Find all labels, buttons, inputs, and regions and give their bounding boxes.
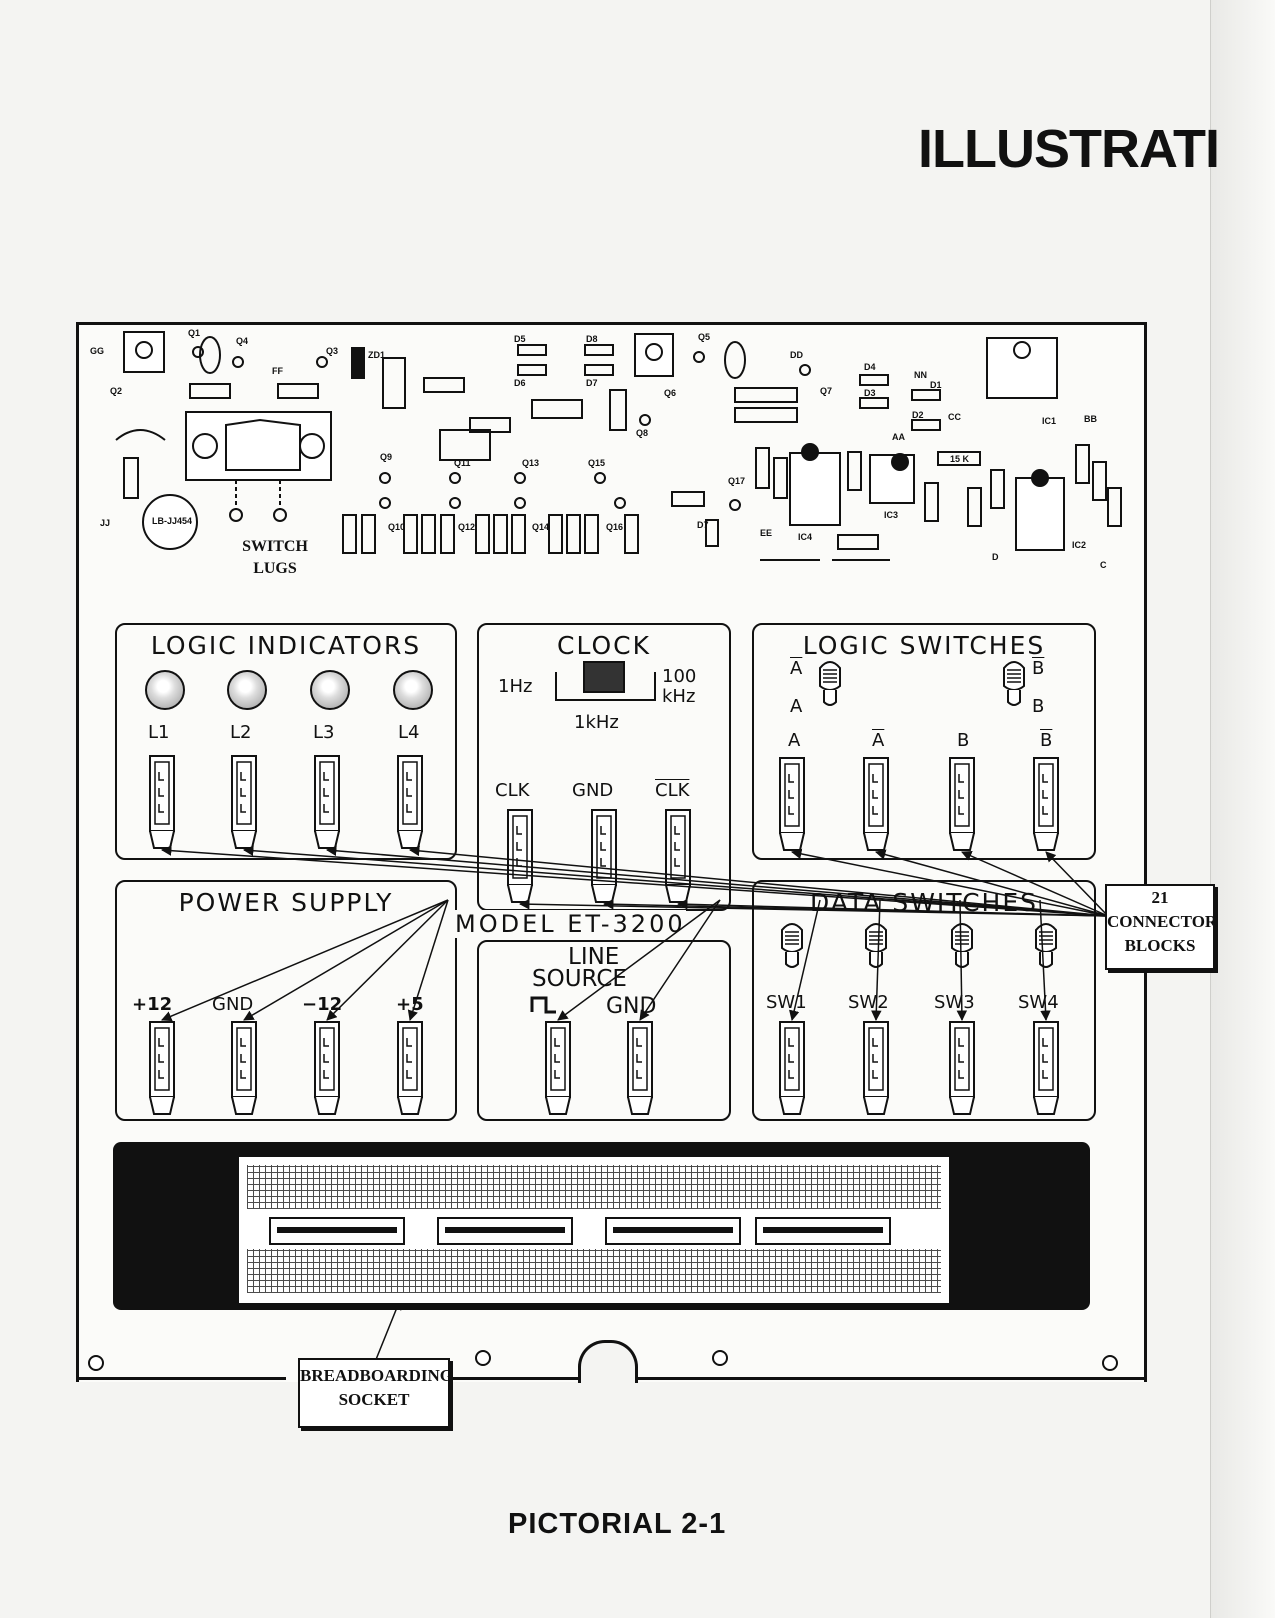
logic-switches-panel: LOGIC SWITCHES [752,623,1096,860]
clock-mid-label: 1kHz [574,712,619,733]
clock-output-label: GND [572,780,614,801]
data-switch-label: SW2 [848,992,889,1013]
breadboard-channel [605,1217,741,1245]
breadboard-callout: BREADBOARDING SOCKET [298,1358,453,1428]
led-indicator [393,670,433,710]
clock-low-label: 1Hz [498,676,533,697]
clock-output-label: CLK [655,780,690,801]
mount-hole [88,1355,104,1371]
board-bottom-edge-left [76,1377,286,1380]
model-label: MODEL ET-3200 [455,910,686,938]
panel-title: LOGIC SWITCHES [802,631,1046,660]
line-source-title: LINE [568,944,620,970]
indicator-label: L4 [398,722,420,743]
switch-a-label: A [790,696,803,717]
line-source-title: SOURCE [532,966,627,992]
switch-b-bar-label: B [1032,658,1045,679]
led-indicator [227,670,267,710]
power-output-label: +12 [132,994,173,1015]
breadboard-hole-grid [247,1249,941,1293]
connector-blocks-callout: 21 CONNECTOR BLOCKS [1105,884,1217,970]
data-switch-label: SW3 [934,992,975,1013]
board-bottom-edge-right [630,1377,1144,1380]
breadboard-channel [755,1217,891,1245]
mount-hole [1102,1355,1118,1371]
indicator-label: L2 [230,722,252,743]
data-switch-label: SW4 [1018,992,1059,1013]
power-output-label: GND [212,994,254,1015]
page-title: ILLUSTRATI [918,119,1220,179]
logic-switch-output-label: A [788,730,801,751]
breadboard-channel [437,1217,573,1245]
mount-hole [712,1350,728,1366]
breadboard-hole-grid [247,1165,941,1209]
logic-switch-output-label: B [1040,730,1053,751]
switch-a-bar-label: A [790,658,803,679]
page-edge [1210,0,1275,1618]
board-bottom-edge-middle [435,1377,581,1380]
mount-hole [475,1350,491,1366]
indicator-label: L3 [313,722,335,743]
clock-high-unit: kHz [662,686,696,707]
board-notch [578,1340,638,1383]
breadboard-channel [269,1217,405,1245]
figure-caption: PICTORIAL 2-1 [508,1508,727,1540]
panel-title: CLOCK [556,631,652,660]
logic-switch-output-label: B [957,730,970,751]
clock-high-label: 100 [662,666,697,687]
data-switch-label: SW1 [766,992,807,1013]
line-source-panel [477,940,731,1121]
panel-title: POWER SUPPLY [178,888,394,917]
indicator-label: L1 [148,722,170,743]
led-indicator [310,670,350,710]
breadboard-socket [237,1155,951,1305]
logic-switch-output-label: A [872,730,885,751]
switch-b-label: B [1032,696,1045,717]
panel-title: LOGIC INDICATORS [150,631,422,660]
clock-output-label: CLK [495,780,530,801]
led-indicator [145,670,185,710]
